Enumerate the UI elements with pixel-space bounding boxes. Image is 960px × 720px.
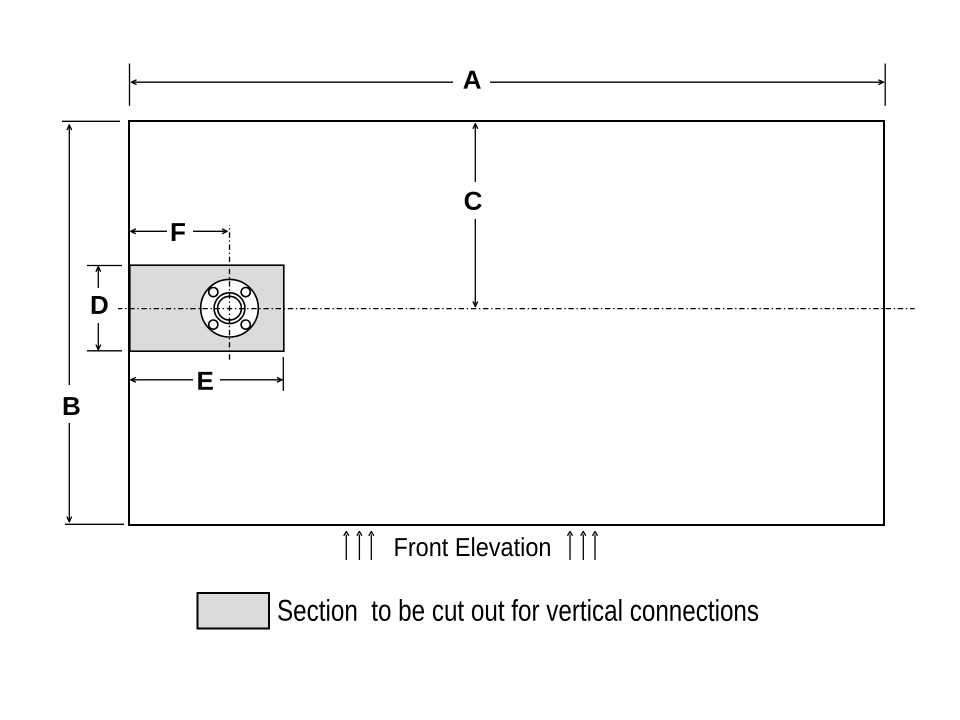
svg-text:D: D (90, 290, 109, 320)
svg-text:F: F (170, 217, 186, 247)
svg-text:Section to be cut out for ver: Section to be cut out for vertical conne… (277, 595, 759, 628)
svg-text:E: E (197, 366, 214, 396)
svg-text:C: C (464, 186, 483, 216)
svg-text:A: A (463, 65, 482, 95)
svg-text:Front Elevation: Front Elevation (393, 532, 551, 562)
svg-text:B: B (62, 391, 81, 421)
